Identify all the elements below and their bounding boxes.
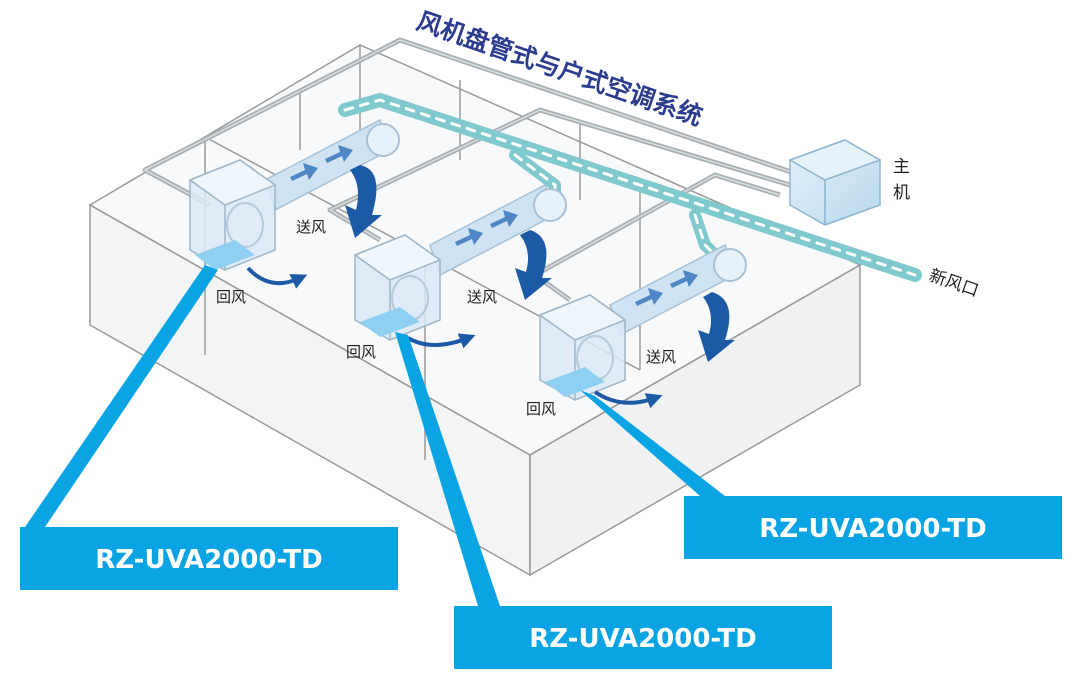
model-label-3: RZ-UVA2000-TD [759,514,986,544]
supply-airflow-arrows [345,165,735,362]
return-label-3: 回风 [526,400,556,418]
return-label-2: 回风 [346,343,376,361]
fan-coil-unit-2 [353,234,442,341]
model-callout-box-2 [454,606,832,669]
model-callout-box-3 [684,496,1062,559]
duct-flow-arrows [290,145,698,306]
fan-coil-unit-1 [188,159,277,271]
fresh-air-inlet-label: 新风口 [926,266,981,302]
host-unit [788,139,882,226]
model-label-2: RZ-UVA2000-TD [529,624,756,654]
supply-label-2: 送风 [467,288,497,306]
model-callout-box-1 [20,527,398,590]
callout-beams [25,265,725,606]
return-label-1: 回风 [216,288,246,306]
supply-ducts [264,118,747,337]
supply-label-1: 送风 [296,218,326,236]
host-label-line1: 主 [893,157,910,177]
return-airflow-arrows [246,266,663,409]
host-label-line2: 机 [893,183,910,203]
fan-coil-unit-3 [538,294,627,401]
model-label-1: RZ-UVA2000-TD [95,545,322,575]
supply-label-3: 送风 [646,348,676,366]
